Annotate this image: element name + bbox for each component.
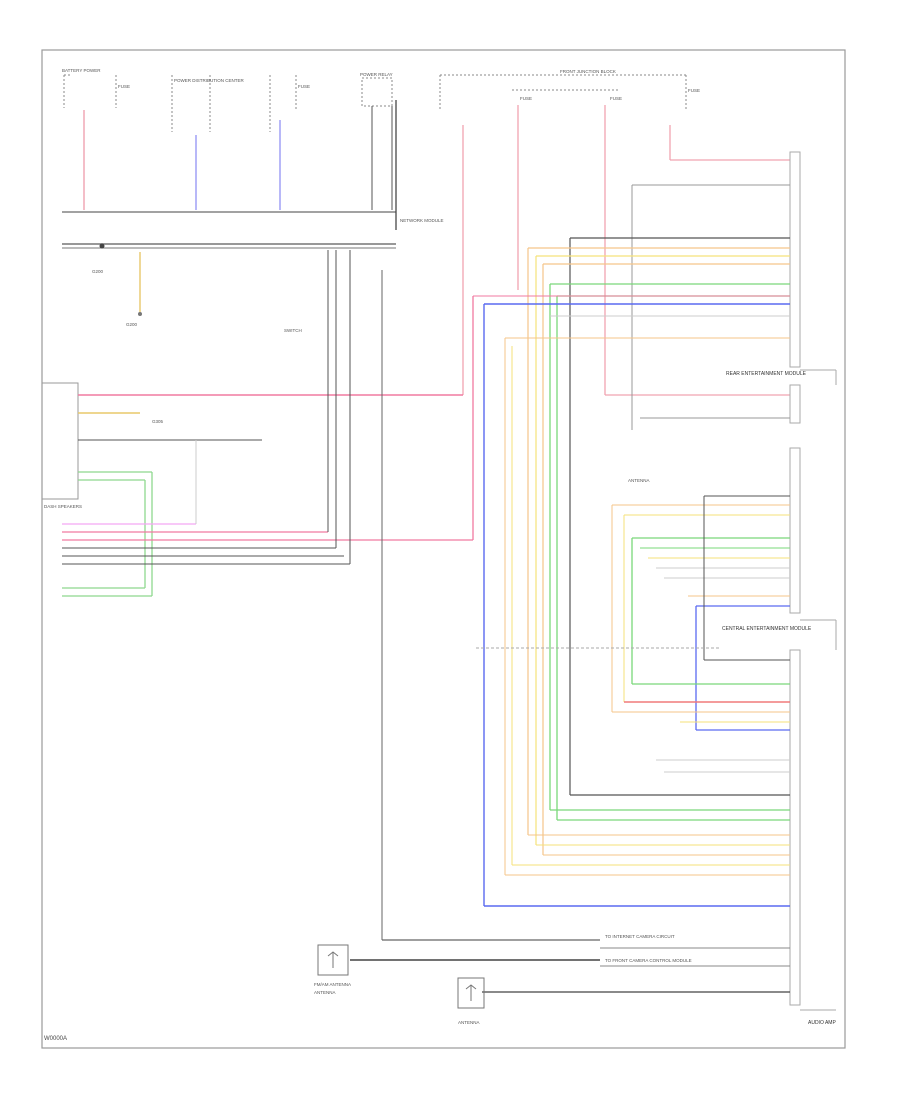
label-video-out-2: TO FRONT CAMERA CONTROL MODULE: [605, 958, 692, 963]
label-ground-c: G305: [152, 419, 164, 424]
label-ground-b: G200: [126, 322, 138, 327]
label-fuse-c: FUSE: [520, 96, 532, 101]
label-network-module: NETWORK MODULE: [400, 218, 444, 223]
label-rear-entertainment-module: REAR ENTERTAINMENT MODULE: [726, 371, 807, 377]
label-antenna-left: ANTENNA: [314, 990, 336, 995]
label-fuse-a: FUSE: [118, 84, 130, 89]
label-central-entertainment-module: CENTRAL ENTERTAINMENT MODULE: [722, 626, 812, 632]
label-fm-am-antenna: FM/AM ANTENNA: [314, 982, 351, 987]
label-front-junction: FRONT JUNCTION BLOCK: [560, 69, 616, 74]
label-audio-amp: AUDIO AMP: [808, 1020, 836, 1026]
label-front-speakers: DASH SPEAKERS: [44, 504, 82, 509]
label-fuse-e: FUSE: [688, 88, 700, 93]
left-connector: [41, 250, 474, 597]
label-fuse-b: FUSE: [298, 84, 310, 89]
antenna-right: [457, 977, 485, 1009]
harness-wires: [350, 184, 790, 993]
label-battery-power: BATTERY POWER: [62, 68, 101, 73]
antenna-left: [317, 944, 349, 976]
label-power-relay: POWER RELAY: [360, 72, 393, 77]
label-power-dist-center: POWER DISTRIBUTION CENTER: [174, 78, 245, 83]
diagram-frame: [41, 49, 846, 1049]
label-video-out-1: TO INTERNET CAMERA CIRCUIT: [605, 934, 675, 939]
label-antenna-right: ANTENNA: [458, 1020, 480, 1025]
right-modules: [789, 151, 837, 1011]
label-switch: SWITCH: [284, 328, 302, 333]
top-power-section: [62, 74, 790, 396]
label-antenna: ANTENNA: [628, 478, 650, 483]
footer-code: W0000A: [44, 1036, 68, 1042]
label-ground-a: G200: [92, 269, 104, 274]
label-fuse-d: FUSE: [610, 96, 622, 101]
